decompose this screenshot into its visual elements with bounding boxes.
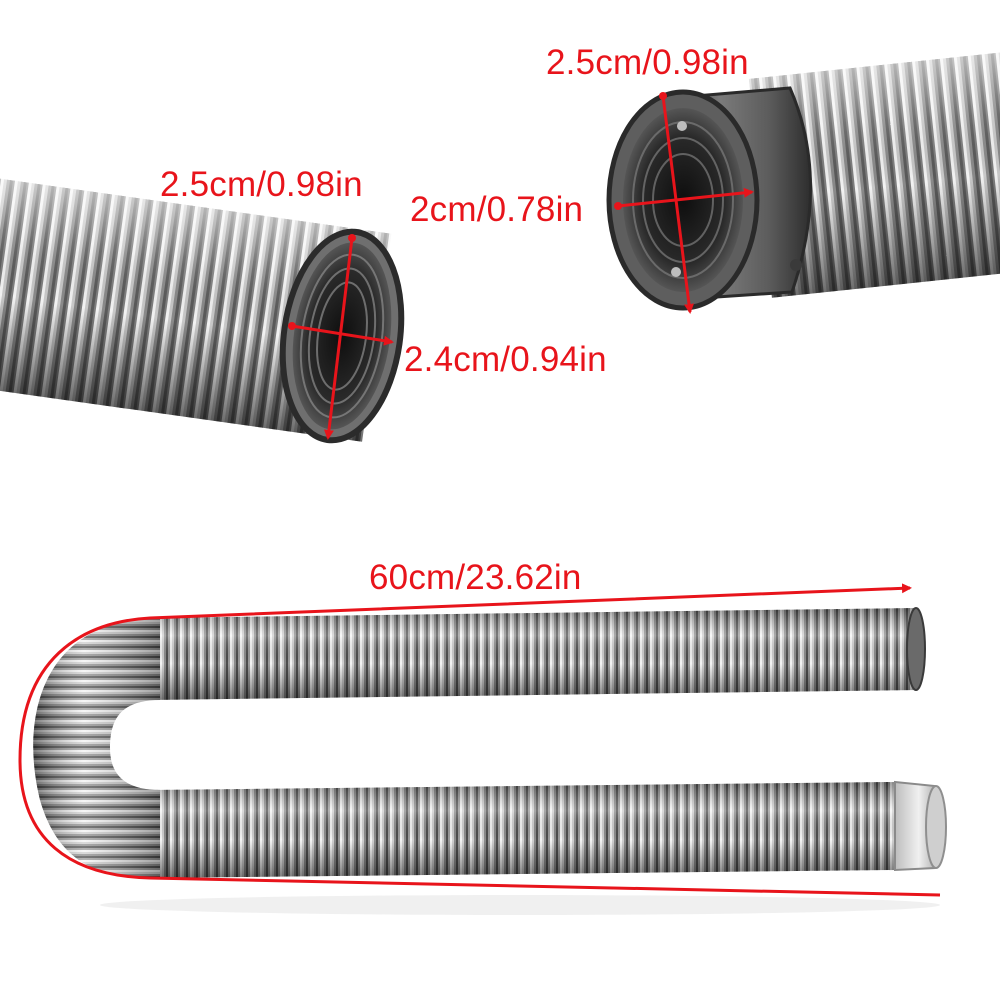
right-inner-diameter-line — [617, 187, 754, 208]
right-outer-dot — [659, 92, 667, 100]
left-tube-end — [0, 175, 405, 444]
left-outer-diameter-line — [323, 237, 354, 440]
left-outer-dot — [348, 234, 356, 242]
dimension-lines — [18, 95, 941, 897]
u-shaped-hose — [33, 607, 947, 915]
right-tube-end — [606, 48, 1000, 311]
right-outer-diameter-label: 2.5cm/0.98in — [546, 43, 749, 82]
right-inner-diameter-label: 2cm/0.78in — [410, 190, 584, 229]
left-outer-diameter-label: 2.5cm/0.98in — [160, 165, 363, 204]
left-inner-dot — [288, 322, 296, 330]
left-inner-diameter-label: 2.4cm/0.94in — [404, 340, 607, 379]
right-outer-diameter-line — [661, 95, 694, 314]
length-label: 60cm/23.62in — [369, 558, 582, 597]
length-arc — [18, 583, 941, 897]
left-inner-diameter-line — [291, 324, 394, 346]
right-inner-dot — [614, 202, 622, 210]
